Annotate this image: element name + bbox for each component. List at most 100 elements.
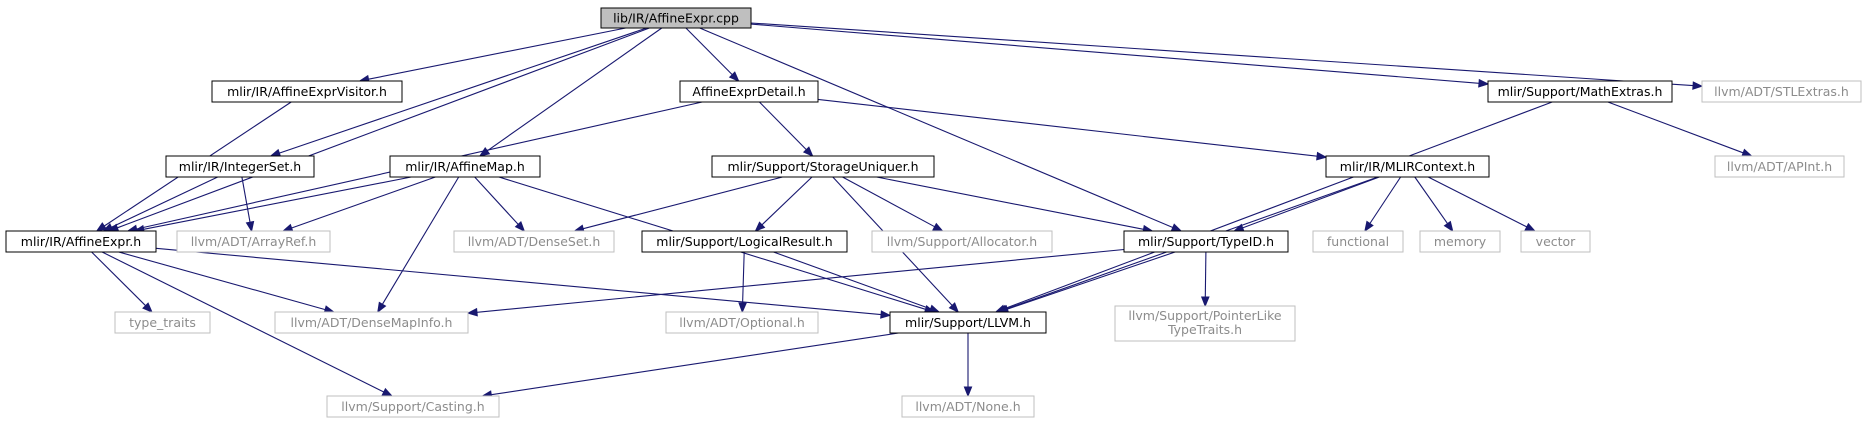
node-box bbox=[1714, 155, 1845, 178]
edge-affineexpr_cpp-to-detail bbox=[685, 27, 740, 82]
node-optional: llvm/ADT/Optional.h bbox=[665, 311, 819, 334]
node-label: type_traits bbox=[129, 315, 196, 330]
edge-detail-to-mlircontext bbox=[817, 98, 1328, 161]
node-label: llvm/ADT/STLExtras.h bbox=[1714, 84, 1849, 99]
node-affineexpr_h[interactable]: mlir/IR/AffineExpr.h bbox=[5, 230, 157, 253]
edge-affineexpr_cpp-to-visitor bbox=[358, 27, 626, 84]
node-box bbox=[711, 155, 935, 178]
node-box bbox=[1419, 230, 1501, 253]
node-box bbox=[326, 395, 500, 418]
node-integerset[interactable]: mlir/IR/IntegerSet.h bbox=[165, 155, 315, 178]
node-denseset: llvm/ADT/DenseSet.h bbox=[453, 230, 615, 253]
edge-arrowhead bbox=[754, 221, 766, 232]
node-storageuniquer[interactable]: mlir/Support/StorageUniquer.h bbox=[711, 155, 935, 178]
edge-storageuniquer-to-logicalresult bbox=[754, 176, 813, 232]
node-box bbox=[679, 80, 819, 103]
edge-mlircontext-to-typeid bbox=[1232, 176, 1380, 232]
edge-arrowhead bbox=[478, 147, 491, 157]
node-label: llvm/ADT/ArrayRef.h bbox=[191, 234, 317, 249]
edge-line bbox=[1607, 101, 1744, 154]
edge-arrowhead bbox=[880, 310, 892, 319]
edge-line bbox=[491, 332, 899, 396]
edge-arrowhead bbox=[932, 222, 944, 232]
edge-arrowhead bbox=[245, 220, 255, 233]
edge-affineexpr_cpp-to-mathextras bbox=[750, 23, 1490, 88]
node-mathextras[interactable]: mlir/Support/MathExtras.h bbox=[1487, 80, 1673, 103]
edge-line bbox=[1007, 251, 1176, 310]
node-mlircontext[interactable]: mlir/IR/MLIRContext.h bbox=[1325, 155, 1490, 178]
node-casting: llvm/Support/Casting.h bbox=[326, 395, 500, 418]
node-label: mlir/Support/StorageUniquer.h bbox=[728, 159, 919, 174]
node-label: mlir/Support/LogicalResult.h bbox=[656, 234, 832, 249]
node-box bbox=[1325, 155, 1490, 178]
edge-storageuniquer-to-denseset bbox=[573, 176, 783, 233]
edge-line bbox=[1204, 251, 1207, 298]
node-label: llvm/ADT/Optional.h bbox=[679, 315, 805, 330]
edge-affinemap-to-arrayref bbox=[281, 176, 436, 232]
edge-logicalresult-to-optional bbox=[738, 251, 747, 314]
edge-detail-to-storageuniquer bbox=[759, 101, 814, 157]
node-affineexpr_cpp[interactable]: lib/IR/AffineExpr.cpp bbox=[600, 7, 752, 29]
node-box bbox=[889, 311, 1047, 334]
node-label: mlir/IR/AffineMap.h bbox=[405, 159, 525, 174]
edge-arrowhead bbox=[948, 302, 960, 313]
node-stlextras: llvm/ADT/STLExtras.h bbox=[1701, 80, 1862, 103]
node-label: llvm/ADT/None.h bbox=[915, 399, 1020, 414]
edge-integerset-to-affineexpr_h bbox=[102, 176, 218, 232]
edge-affinemap-to-affineexpr_h bbox=[133, 176, 412, 234]
edge-line bbox=[685, 27, 733, 75]
edge-line bbox=[111, 176, 218, 228]
node-label: functional bbox=[1327, 234, 1389, 249]
node-label: lib/IR/AffineExpr.cpp bbox=[613, 11, 739, 26]
node-affinemap[interactable]: mlir/IR/AffineMap.h bbox=[389, 155, 541, 178]
edge-llvm_h-to-none bbox=[963, 333, 973, 398]
edge-line bbox=[486, 27, 663, 152]
dependency-edges bbox=[91, 22, 1753, 399]
node-memory: memory bbox=[1419, 230, 1501, 253]
edge-logicalresult-to-llvm_h bbox=[773, 251, 941, 313]
node-label: AffineExprDetail.h bbox=[692, 84, 805, 99]
edge-line bbox=[118, 251, 326, 311]
node-box bbox=[453, 230, 615, 253]
edge-line bbox=[117, 27, 650, 229]
node-box bbox=[641, 230, 848, 253]
edge-arrowhead bbox=[1524, 222, 1537, 232]
edge-arrowhead bbox=[466, 307, 478, 317]
file-nodes: lib/IR/AffineExpr.cpp mlir/IR/AffineExprV… bbox=[5, 7, 1862, 418]
edge-mathextras-to-apint bbox=[1607, 101, 1753, 157]
node-typeid[interactable]: mlir/Support/TypeID.h bbox=[1123, 230, 1289, 253]
node-label: vector bbox=[1536, 234, 1577, 249]
edge-mathextras-to-llvm_h bbox=[994, 101, 1553, 313]
node-densemapinfo: llvm/ADT/DenseMapInfo.h bbox=[274, 311, 469, 334]
node-logicalresult[interactable]: mlir/Support/LogicalResult.h bbox=[641, 230, 848, 253]
edge-line bbox=[1369, 176, 1402, 224]
node-allocator: llvm/Support/Allocator.h bbox=[871, 230, 1053, 253]
node-vector: vector bbox=[1520, 230, 1591, 253]
edge-arrowhead bbox=[269, 148, 282, 158]
node-llvm_h[interactable]: mlir/Support/LLVM.h bbox=[889, 311, 1047, 334]
node-detail[interactable]: AffineExprDetail.h bbox=[679, 80, 819, 103]
node-box bbox=[1487, 80, 1673, 103]
edge-affineexpr_cpp-to-typeid bbox=[699, 27, 1183, 232]
node-box bbox=[1114, 305, 1296, 342]
edge-mlircontext-to-vector bbox=[1427, 176, 1537, 232]
edge-affinemap-to-denseset bbox=[474, 176, 526, 232]
node-box bbox=[114, 311, 211, 334]
edge-arrowhead bbox=[1200, 296, 1210, 308]
edge-line bbox=[291, 176, 436, 229]
edge-line bbox=[761, 176, 813, 226]
edge-line bbox=[817, 98, 1318, 157]
edge-line bbox=[474, 176, 519, 225]
node-label: llvm/ADT/DenseSet.h bbox=[468, 234, 601, 249]
edge-arrowhead bbox=[1478, 78, 1490, 88]
node-visitor[interactable]: mlir/IR/AffineExprVisitor.h bbox=[211, 80, 403, 103]
node-box bbox=[274, 311, 469, 334]
node-box bbox=[665, 311, 819, 334]
edge-line bbox=[759, 101, 807, 150]
node-apint: llvm/ADT/APInt.h bbox=[1714, 155, 1845, 178]
node-label-line: llvm/Support/PointerLike bbox=[1128, 308, 1281, 323]
node-box bbox=[1701, 80, 1862, 103]
